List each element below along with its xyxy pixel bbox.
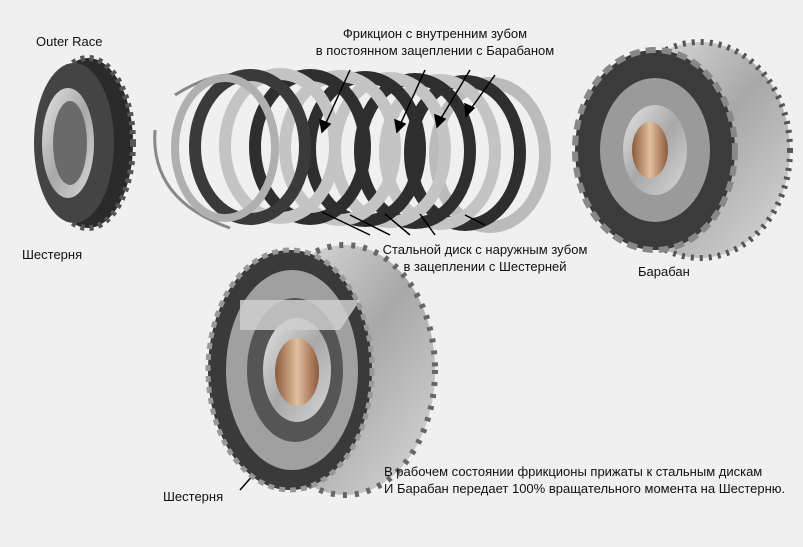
friction-caption-line1: Фрикцион с внутренним зубом (342, 26, 528, 41)
outer-race-label: Outer Race (36, 34, 103, 49)
note-line2: И Барабан передает 100% вращательного мо… (384, 481, 786, 496)
note-line1: В рабочем состоянии фрикционы прижаты к … (384, 464, 763, 479)
steel-caption-line1: Стальной диск с наружным зубом (382, 242, 588, 257)
operation-note: В рабочем состоянии фрикционы прижаты к … (384, 463, 785, 497)
gear-label-bottom: Шестерня (163, 489, 224, 504)
snap-ring-lower (153, 129, 231, 230)
drum-image (572, 39, 793, 261)
clutch-pack (171, 68, 551, 233)
gear-label-top: Шестерня (22, 247, 83, 262)
outer-race-gear (34, 55, 136, 231)
drum-label: Барабан (638, 264, 690, 279)
steel-disc-caption: Стальной диск с наружным зубом в зацепле… (365, 241, 605, 275)
assembled-clutch-image (205, 242, 438, 498)
friction-caption-line2: в постоянном зацеплении с Барабаном (315, 43, 555, 58)
steel-caption-line2: в зацеплении с Шестерней (403, 259, 567, 274)
friction-disc-caption: Фрикцион с внутренним зубом в постоянном… (300, 25, 570, 59)
